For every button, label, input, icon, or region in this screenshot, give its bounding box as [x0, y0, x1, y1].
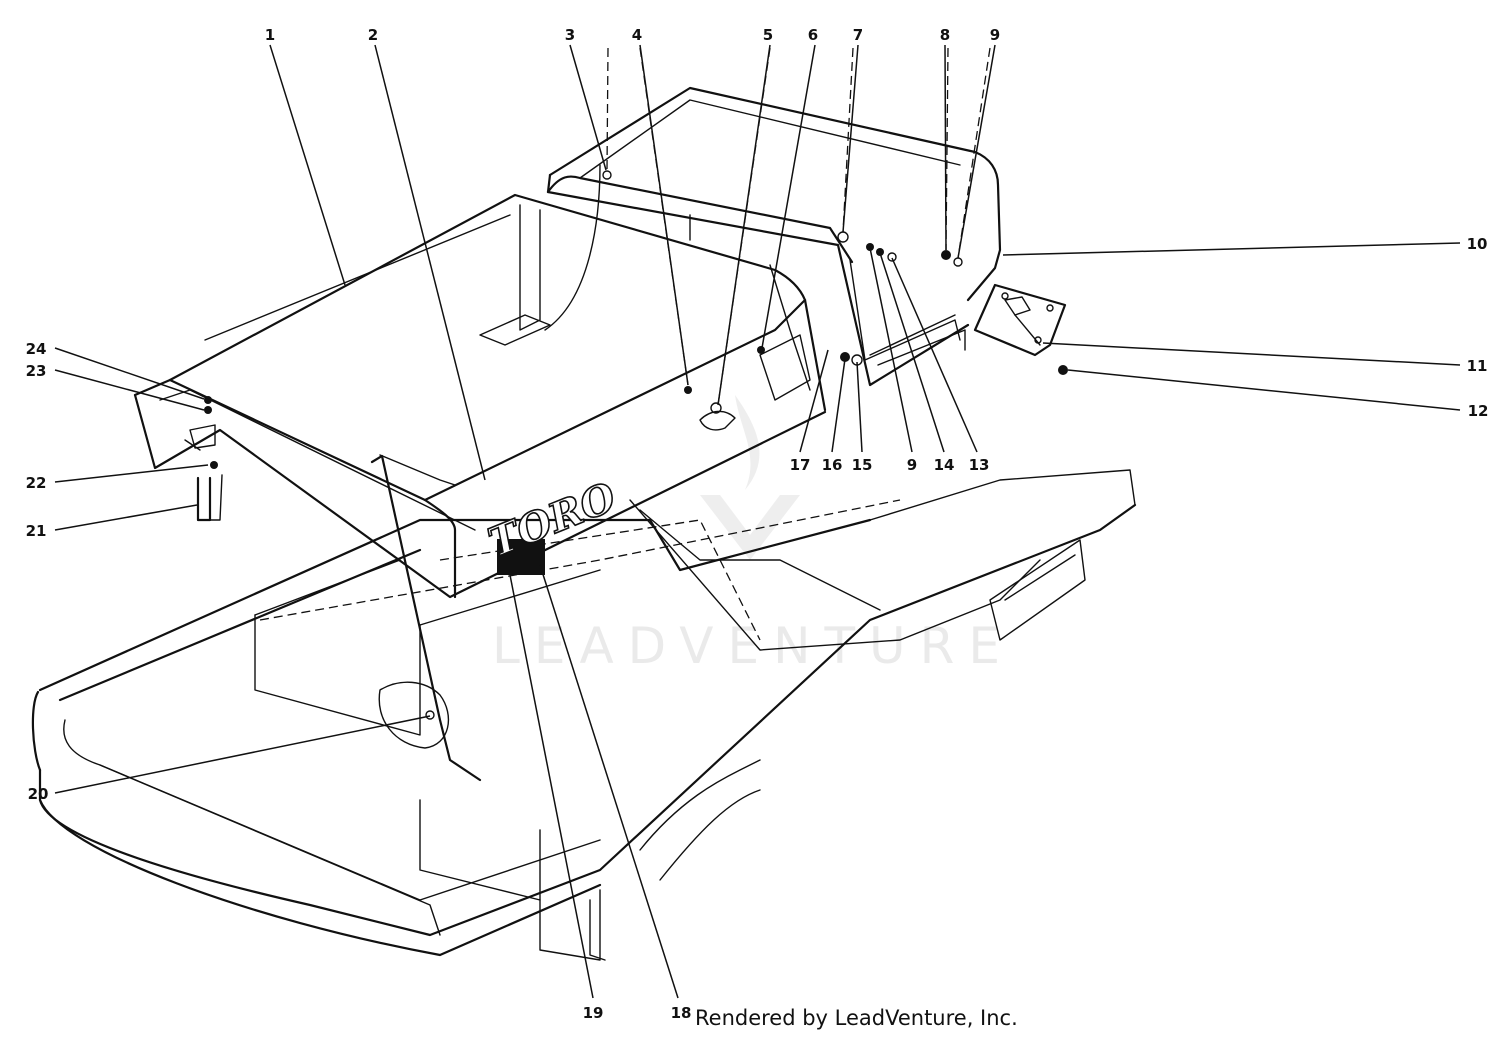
callout-21: 21 — [26, 522, 47, 540]
brand-decal: TORO — [482, 473, 623, 566]
watermark: LEADVENTURE — [492, 395, 1014, 675]
callout-4: 4 — [632, 26, 642, 44]
callout-8: 8 — [940, 26, 950, 44]
callout-13: 13 — [969, 456, 990, 474]
callout-6: 6 — [808, 26, 818, 44]
callout-24: 24 — [26, 340, 47, 358]
mounting-bracket — [973, 283, 1067, 357]
callout-16: 16 — [822, 456, 843, 474]
callout-19: 19 — [583, 1004, 604, 1022]
callout-1: 1 — [265, 26, 275, 44]
callout-23: 23 — [26, 362, 47, 380]
rear-hood — [546, 86, 1002, 387]
leader-lines — [54, 44, 1461, 999]
callout-7: 7 — [853, 26, 863, 44]
callout-10: 10 — [1467, 235, 1488, 253]
tractor-frame — [31, 469, 1137, 961]
callout-5: 5 — [763, 26, 773, 44]
callout-22: 22 — [26, 474, 47, 492]
callout-9-bottom: 9 — [907, 456, 917, 474]
watermark-text: LEADVENTURE — [492, 617, 1014, 675]
callout-2: 2 — [368, 26, 378, 44]
callout-20: 20 — [28, 785, 49, 803]
callout-18: 18 — [671, 1004, 692, 1022]
callout-15: 15 — [852, 456, 873, 474]
callouts: 1 2 3 4 5 6 7 8 9 10 11 12 13 14 15 16 1… — [26, 26, 1489, 1022]
credit-line: Rendered by LeadVenture, Inc. — [695, 1006, 1018, 1030]
callout-17: 17 — [790, 456, 811, 474]
decal-plate — [497, 539, 545, 575]
callout-11: 11 — [1467, 357, 1488, 375]
callout-14: 14 — [934, 456, 955, 474]
callout-12: 12 — [1468, 402, 1489, 420]
callout-3: 3 — [565, 26, 575, 44]
callout-9-top: 9 — [990, 26, 1000, 44]
